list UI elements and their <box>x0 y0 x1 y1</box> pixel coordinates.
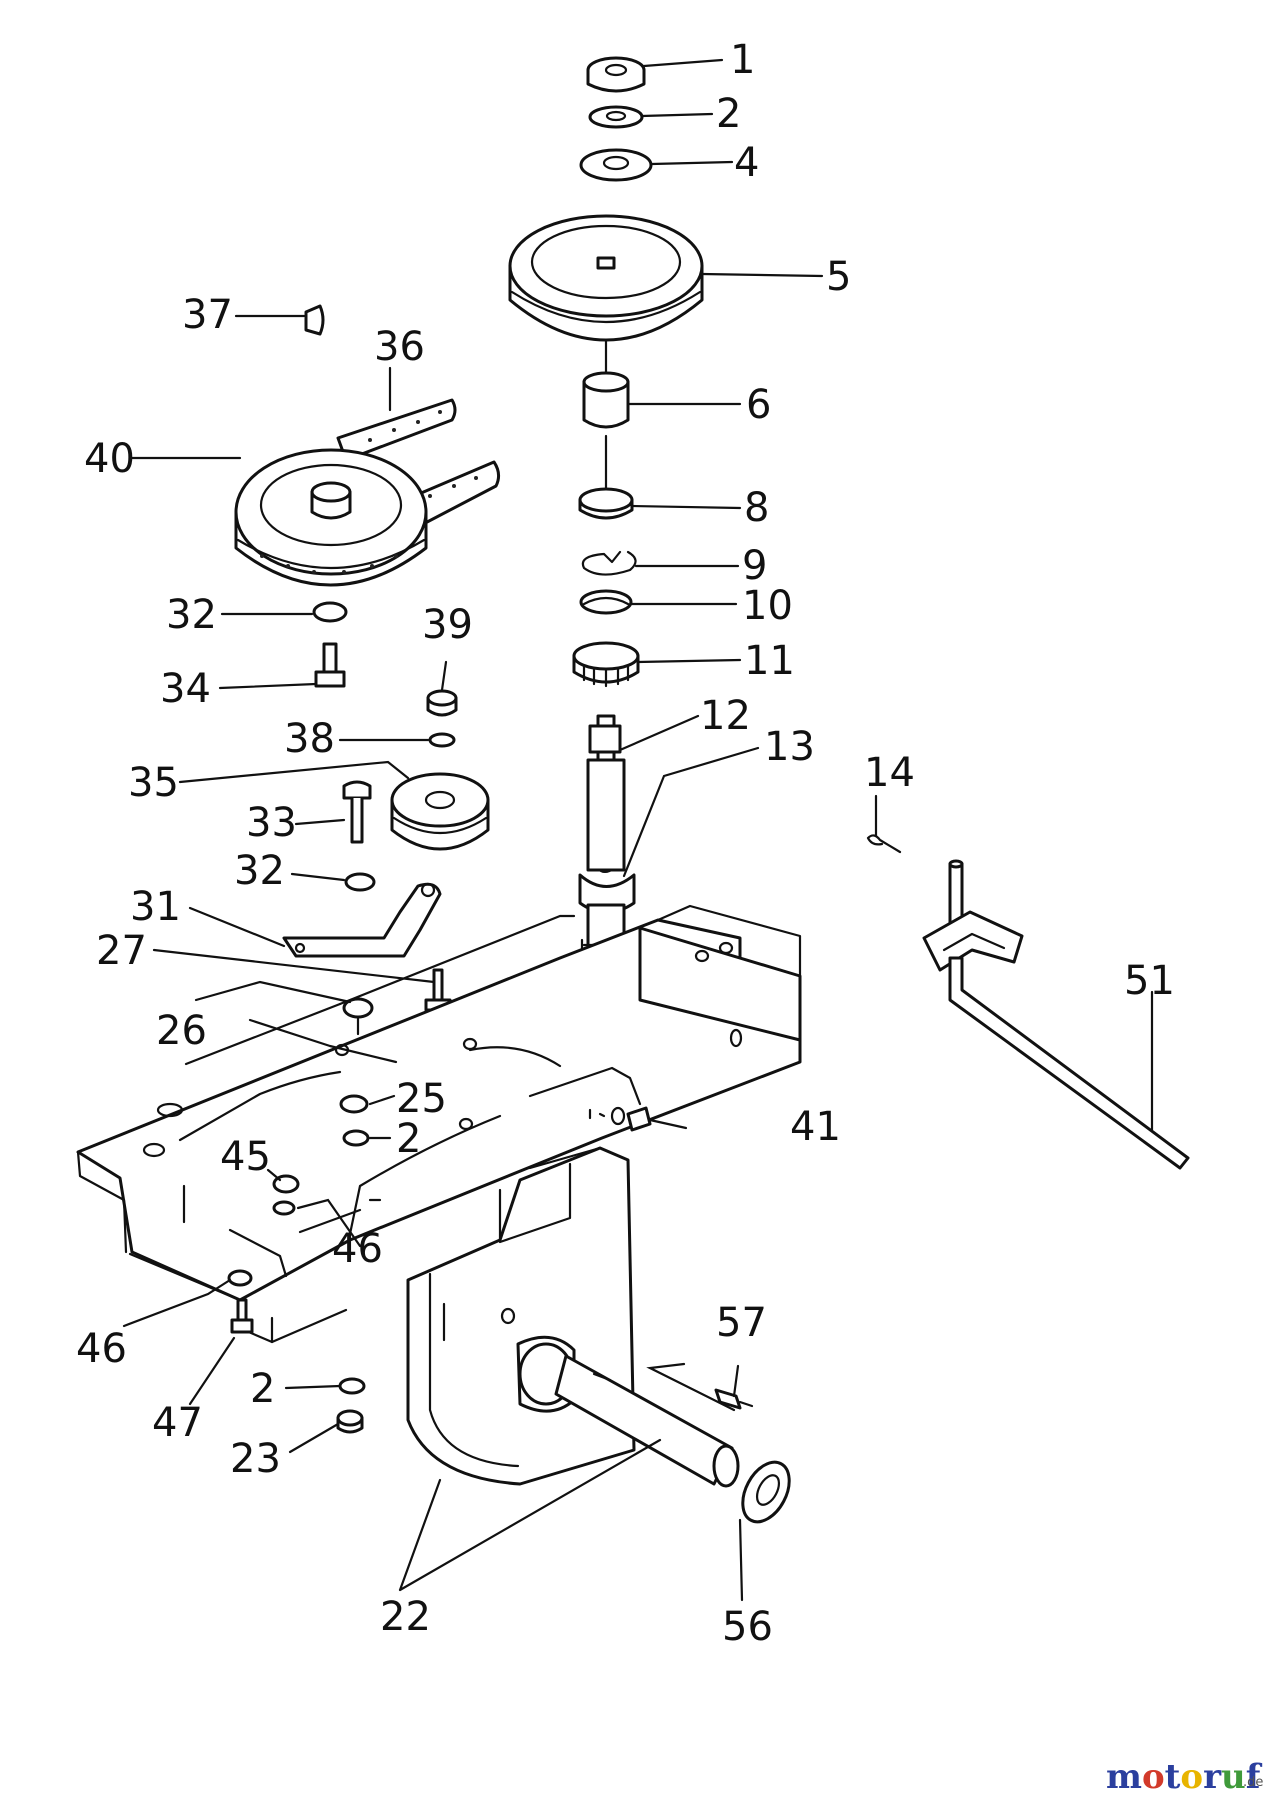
part-57-nipple <box>714 1388 754 1410</box>
label-38: 38 <box>284 716 335 762</box>
part-38-washer <box>428 732 456 748</box>
part-2-washer-frame <box>342 1129 370 1147</box>
part-9-clip <box>581 550 637 576</box>
label-23: 23 <box>230 1436 281 1482</box>
part-labels: 1 2 4 5 6 8 9 10 11 12 13 14 36 37 40 32… <box>76 37 1175 1650</box>
part-34-bolt <box>314 642 346 688</box>
label-2: 2 <box>716 91 741 137</box>
label-26: 26 <box>156 1008 207 1054</box>
label-37: 37 <box>182 292 233 338</box>
motoruf-logo: motoruf .de <box>1106 1757 1263 1797</box>
part-25-nut <box>339 1094 369 1114</box>
label-9: 9 <box>742 543 767 589</box>
label-39: 39 <box>422 602 473 648</box>
part-2-washer-bottom <box>338 1377 366 1395</box>
logo-letter: o <box>1142 1757 1165 1797</box>
part-56-seal <box>741 1460 791 1524</box>
label-2-bottom: 2 <box>250 1366 275 1412</box>
label-27: 27 <box>96 928 147 974</box>
label-36: 36 <box>374 324 425 370</box>
part-47-bolt <box>230 1298 254 1334</box>
part-46-washer-upper <box>272 1200 296 1216</box>
part-14-pin <box>866 834 902 854</box>
logo-letter: r <box>1203 1757 1222 1797</box>
part-23-nut <box>336 1409 364 1434</box>
part-31-bracket <box>282 882 442 958</box>
label-47: 47 <box>152 1400 203 1446</box>
label-32-upper: 32 <box>166 592 217 638</box>
part-6-spacer <box>582 338 630 429</box>
logo-suffix: .de <box>1243 1775 1263 1790</box>
label-4: 4 <box>734 140 759 186</box>
part-32-washer-upper <box>312 601 348 623</box>
label-22: 22 <box>380 1594 431 1640</box>
label-2-frame: 2 <box>396 1116 421 1162</box>
label-5: 5 <box>826 254 851 300</box>
part-2-washer <box>588 105 644 129</box>
part-46-washer-lower <box>227 1269 253 1287</box>
part-26-knob <box>342 997 374 1036</box>
label-32-lower: 32 <box>234 848 285 894</box>
label-46-lower: 46 <box>76 1326 127 1372</box>
label-56: 56 <box>722 1604 773 1650</box>
part-35-pulley <box>390 772 490 851</box>
logo-letter: m <box>1106 1757 1142 1797</box>
part-frame <box>76 904 802 1344</box>
part-32-washer-lower <box>344 872 376 892</box>
label-10: 10 <box>742 583 793 629</box>
part-1-nut <box>586 56 646 93</box>
part-axle <box>516 1335 740 1488</box>
label-25: 25 <box>396 1076 447 1122</box>
part-8-bushing <box>578 434 634 520</box>
logo-letter: f <box>1246 1757 1263 1797</box>
part-10-washer <box>579 589 633 615</box>
label-41: 41 <box>790 1104 841 1150</box>
part-39-nut <box>426 689 458 717</box>
label-40: 40 <box>84 436 135 482</box>
part-37-key <box>304 304 325 336</box>
logo-letter: o <box>1180 1757 1203 1797</box>
label-1: 1 <box>730 37 755 83</box>
label-31: 31 <box>130 884 181 930</box>
leader-lines <box>122 58 1154 1602</box>
label-34: 34 <box>160 666 211 712</box>
label-13: 13 <box>764 724 815 770</box>
label-51: 51 <box>1124 958 1175 1004</box>
part-5-pulley <box>508 214 704 342</box>
part-11-gear <box>572 641 640 688</box>
label-12: 12 <box>700 693 751 739</box>
label-6: 6 <box>746 382 771 428</box>
logo-letter: u <box>1221 1757 1246 1797</box>
part-41-plug <box>610 1106 652 1132</box>
part-40-idler-pulley <box>234 448 428 587</box>
part-4-washer <box>579 148 653 182</box>
label-33: 33 <box>246 800 297 846</box>
part-33-bolt <box>342 780 372 844</box>
label-46-upper: 46 <box>332 1226 383 1272</box>
label-45: 45 <box>220 1134 271 1180</box>
label-14: 14 <box>864 750 915 796</box>
label-8: 8 <box>744 485 769 531</box>
label-11: 11 <box>744 638 795 684</box>
label-35: 35 <box>128 760 179 806</box>
part-51-lever <box>922 859 1190 1170</box>
logo-letter: t <box>1165 1757 1181 1797</box>
label-57: 57 <box>716 1300 767 1346</box>
svg-text:motoruf: motoruf <box>1106 1757 1263 1797</box>
